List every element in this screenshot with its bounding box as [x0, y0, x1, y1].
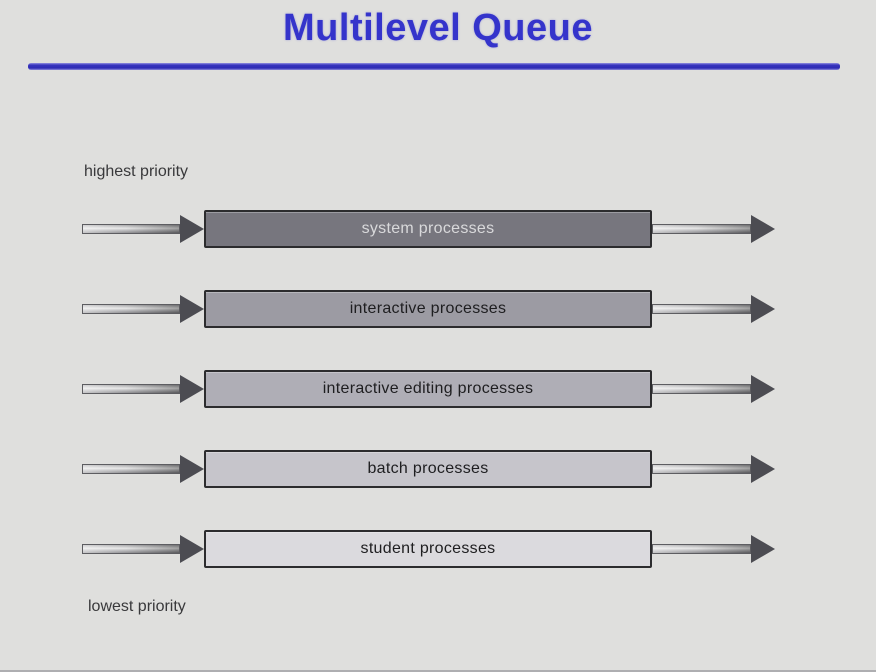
incoming-arrow-shaft — [82, 304, 180, 314]
highest-priority-label: highest priority — [84, 163, 189, 180]
incoming-arrow-shaft — [82, 544, 180, 554]
queue-box: interactive editing processes — [204, 370, 652, 408]
queue-label: interactive editing processes — [322, 380, 534, 397]
lowest-priority-label: lowest priority — [88, 598, 186, 615]
queue-row: batch processes — [82, 450, 775, 488]
page-title: Multilevel Queue — [283, 7, 593, 49]
outgoing-arrow-head-icon — [751, 455, 775, 483]
incoming-arrow-head-icon — [180, 375, 204, 403]
incoming-arrow-head-icon — [180, 455, 204, 483]
outgoing-arrow-shaft — [652, 384, 751, 394]
queue-label: system processes — [361, 220, 495, 237]
queue-row: system processes — [82, 210, 775, 248]
incoming-arrow-shaft — [82, 384, 180, 394]
queue-label: student processes — [360, 540, 496, 557]
queue-row: interactive processes — [82, 290, 775, 328]
outgoing-arrow-shaft — [652, 304, 751, 314]
outgoing-arrow-shaft — [652, 224, 751, 234]
incoming-arrow-head-icon — [180, 295, 204, 323]
incoming-arrow-head-icon — [180, 535, 204, 563]
queue-box: system processes — [204, 210, 652, 248]
incoming-arrow-shaft — [82, 464, 180, 474]
incoming-arrow-shaft — [82, 224, 180, 234]
outgoing-arrow-head-icon — [751, 375, 775, 403]
outgoing-arrow-head-icon — [751, 535, 775, 563]
outgoing-arrow-shaft — [652, 544, 751, 554]
queue-row: interactive editing processes — [82, 370, 775, 408]
queue-label: batch processes — [367, 460, 489, 477]
queue-row: student processes — [82, 530, 775, 568]
incoming-arrow-head-icon — [180, 215, 204, 243]
queue-box: batch processes — [204, 450, 652, 488]
title-underline — [28, 63, 840, 70]
queue-box: interactive processes — [204, 290, 652, 328]
queue-label: interactive processes — [349, 300, 507, 317]
queue-box: student processes — [204, 530, 652, 568]
bottom-edge-line — [0, 670, 876, 672]
outgoing-arrow-head-icon — [751, 215, 775, 243]
outgoing-arrow-head-icon — [751, 295, 775, 323]
outgoing-arrow-shaft — [652, 464, 751, 474]
